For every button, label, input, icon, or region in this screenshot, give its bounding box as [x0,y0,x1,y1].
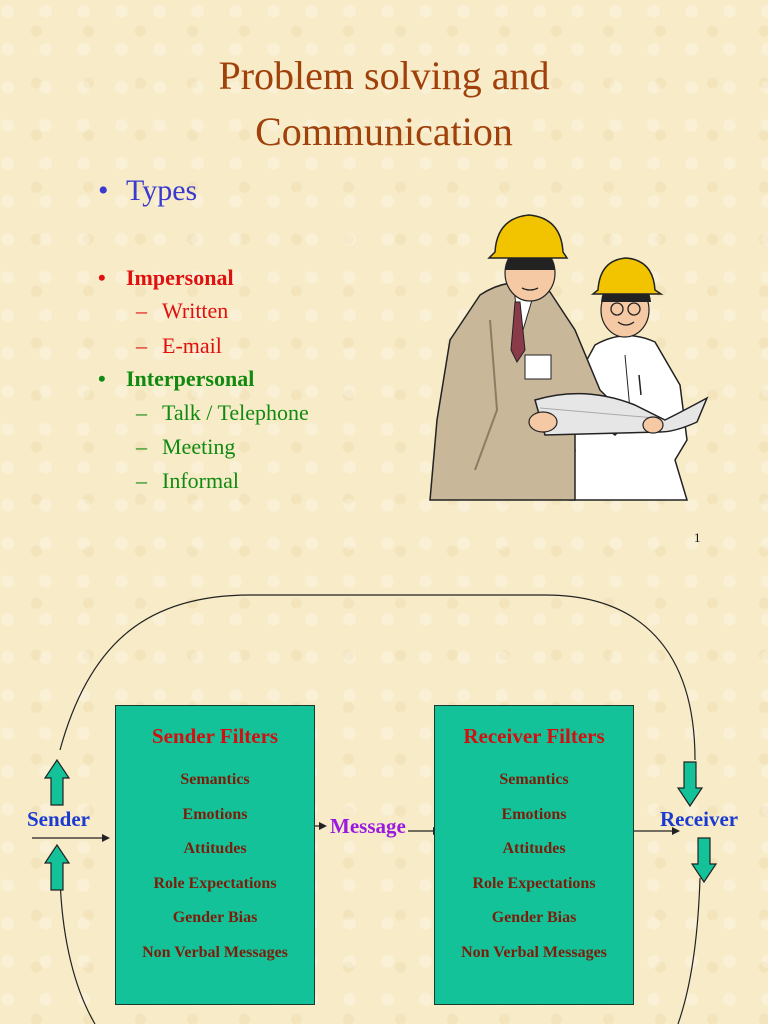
dash-marker: – [136,400,147,425]
interpersonal-label: Interpersonal [126,366,255,391]
filter-item: Attitudes [183,840,247,858]
bullet-marker: • [98,366,106,391]
message-label: Message [330,814,406,838]
filter-item: Role Expectations [153,874,277,892]
sender-filters-box: Sender Filters Semantics Emotions Attitu… [115,705,315,1005]
slide-problem-solving: Problem solving and Communication • Types… [0,48,768,545]
filter-item: Emotions [501,805,567,823]
interpersonal-item-informal: Informal [162,468,239,493]
title-line-2: Communication [255,109,513,154]
impersonal-item-written: Written [162,298,229,323]
interpersonal-item: –Informal [136,468,239,494]
slide-title: Problem solving and Communication [0,48,768,160]
feedback-loop-bottom-left [59,877,96,1024]
filter-item: Gender Bias [172,909,258,927]
dash-marker: – [136,434,147,459]
feedback-loop-top [59,594,696,761]
filter-item: Non Verbal Messages [461,943,607,961]
interpersonal-item: –Talk / Telephone [136,400,309,426]
arrow-up-icon [43,843,71,891]
receiver-filters-title: Receiver Filters [463,724,605,748]
slide-communication-model: Sender Message Receiver Sender Filters S… [0,560,768,1024]
filter-item: Non Verbal Messages [142,943,288,961]
impersonal-item: –E-mail [136,333,222,359]
receiver-filters-box: Receiver Filters Semantics Emotions Atti… [434,705,634,1005]
engineers-illustration [429,214,709,501]
sender-to-box-arrow [32,834,110,842]
sender-filters-list: Semantics Emotions Attitudes Role Expect… [116,763,314,971]
filter-item: Emotions [182,805,248,823]
filter-item: Semantics [499,771,569,788]
sender-filters-title: Sender Filters [151,724,279,748]
impersonal-item: –Written [136,298,228,324]
arrow-down-icon [676,761,704,808]
types-bullet: • Types [98,174,197,208]
dash-marker: – [136,333,147,358]
receiver-filters-list: Semantics Emotions Attitudes Role Expect… [435,763,633,971]
sender-label: Sender [27,807,90,831]
page-number: 1 [694,530,701,545]
interpersonal-bullet: • Interpersonal [98,366,254,392]
bullet-marker: • [98,174,109,207]
dash-marker: – [136,298,147,323]
blueprint-icon [528,392,709,436]
arrow-down-icon [690,837,718,884]
filter-item: Semantics [180,771,250,788]
receiver-label: Receiver [660,807,739,831]
impersonal-item-email: E-mail [162,333,222,358]
filter-item: Attitudes [502,840,566,858]
worker-tan-coat [429,214,632,501]
dash-marker: – [136,468,147,493]
box-to-receiver-arrow [626,827,680,835]
interpersonal-item-talk: Talk / Telephone [162,400,309,425]
arrow-up-icon [43,758,71,806]
bullet-marker: • [98,265,106,290]
impersonal-bullet: • Impersonal [98,265,234,291]
feedback-loop-bottom-right [677,877,701,1024]
types-label: Types [126,174,198,207]
impersonal-label: Impersonal [126,265,234,290]
filter-item: Role Expectations [472,874,596,892]
communication-loop-diagram [32,594,718,1024]
title-line-1: Problem solving and [218,53,550,98]
interpersonal-item-meeting: Meeting [162,434,236,459]
filter-item: Gender Bias [491,909,577,927]
interpersonal-item: –Meeting [136,434,235,460]
